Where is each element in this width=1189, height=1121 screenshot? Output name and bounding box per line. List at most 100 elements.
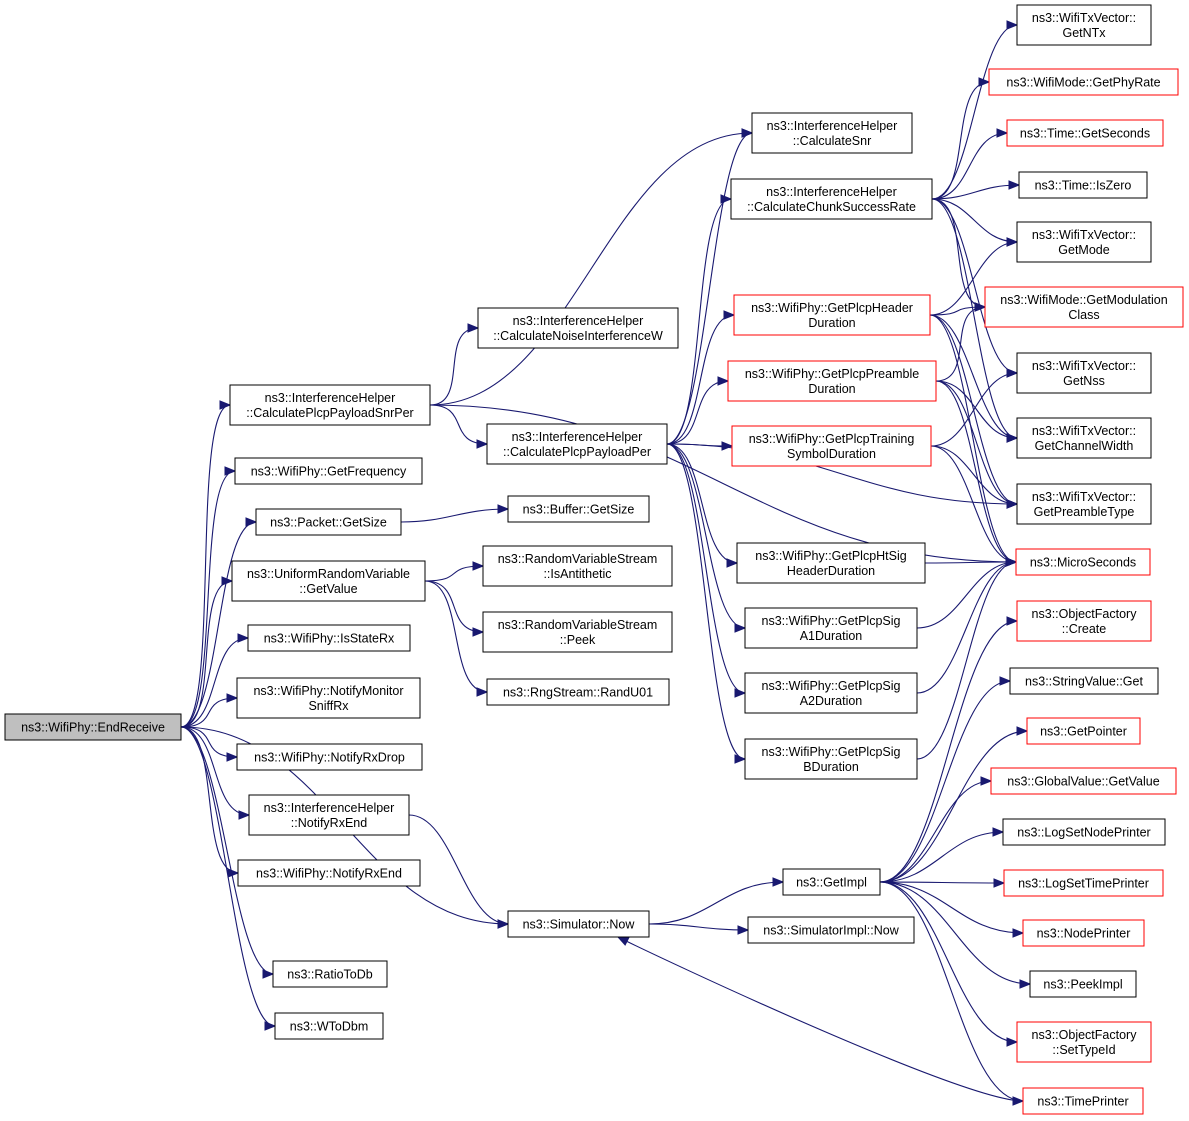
- node-ns3-peekimpl[interactable]: ns3::PeekImpl: [1029, 970, 1137, 998]
- node-ns3-buffer-getsize[interactable]: ns3::Buffer::GetSize: [507, 495, 650, 523]
- node-label: Class: [1068, 308, 1099, 322]
- edge-getimpl-to-nodeprinter: [879, 881, 1024, 934]
- node-ns3-interferencehelper-calculatesnr[interactable]: ns3::InterferenceHelper::CalculateSnr: [751, 112, 913, 154]
- arrowhead-root-to-urv: [221, 576, 234, 586]
- node-ns3-randomvariablestream-peek[interactable]: ns3::RandomVariableStream::Peek: [482, 611, 673, 653]
- node-label: ns3::ObjectFactory: [1032, 1028, 1138, 1042]
- node-ns3-rngstream-randu01[interactable]: ns3::RngStream::RandU01: [486, 678, 670, 706]
- edge-root-to-isstaterx: [180, 637, 249, 728]
- node-box: [236, 677, 421, 719]
- node-ns3-wifitxvector-getnss[interactable]: ns3::WifiTxVector::GetNss: [1016, 352, 1152, 394]
- arrowhead-getimpl-to-gvget: [980, 776, 993, 786]
- node-label: Duration: [808, 316, 855, 330]
- node-ns3-microseconds[interactable]: ns3::MicroSeconds: [1015, 548, 1151, 576]
- edge-timeprinter-to-simnow: [617, 936, 1024, 1102]
- node-label: ::Peek: [560, 633, 596, 647]
- node-ns3-wifiphy-getfrequency[interactable]: ns3::WifiPhy::GetFrequency: [234, 457, 423, 485]
- arrowhead-cppp-to-ccsr: [720, 194, 733, 204]
- node-ns3-wifiphy-notifyrxend[interactable]: ns3::WifiPhy::NotifyRxEnd: [237, 859, 421, 887]
- node-ns3-interferencehelper-calculateplcppayloadper[interactable]: ns3::InterferenceHelper::CalculatePlcpPa…: [486, 423, 668, 465]
- arrowhead-getimpl-to-getptr: [1016, 726, 1029, 736]
- node-box: [744, 672, 918, 714]
- edge-ccsr-to-getmode: [931, 198, 1018, 243]
- node-ns3-time-iszero[interactable]: ns3::Time::IsZero: [1018, 171, 1148, 199]
- node-ns3-wifitxvector-getmode[interactable]: ns3::WifiTxVector::GetMode: [1016, 221, 1152, 263]
- node-ns3-getimpl[interactable]: ns3::GetImpl: [782, 868, 881, 896]
- node-label: ns3::Buffer::GetSize: [523, 503, 635, 517]
- node-label: ns3::LogSetNodePrinter: [1017, 826, 1150, 840]
- node-ns3-wifimode-getphyrate[interactable]: ns3::WifiMode::GetPhyRate: [988, 68, 1179, 96]
- node-ns3-globalvalue-getvalue[interactable]: ns3::GlobalValue::GetValue: [990, 767, 1177, 795]
- node-ns3-time-getseconds[interactable]: ns3::Time::GetSeconds: [1006, 119, 1164, 147]
- node-box: [1015, 548, 1151, 576]
- edge-ccsr-to-getnss: [931, 198, 1018, 374]
- node-label: ns3::WifiPhy::GetPlcpSig: [762, 745, 901, 759]
- node-ns3-nodeprinter[interactable]: ns3::NodePrinter: [1022, 919, 1145, 947]
- arrowhead-simnow-to-getimpl: [772, 877, 785, 887]
- arrowhead-root-to-notifymon: [226, 693, 239, 703]
- node-label: ns3::InterferenceHelper: [512, 430, 643, 444]
- node-ns3-stringvalue-get[interactable]: ns3::StringValue::Get: [1009, 667, 1159, 695]
- node-label: ns3::WifiPhy::GetFrequency: [251, 465, 407, 479]
- node-ns3-wifitxvector-getntx[interactable]: ns3::WifiTxVector::GetNTx: [1016, 4, 1152, 46]
- node-ns3-wifiphy-isstaterx[interactable]: ns3::WifiPhy::IsStateRx: [247, 624, 411, 652]
- arrowhead-urv-to-rvspeek: [472, 627, 485, 637]
- node-ns3-interferencehelper-calculatenoiseinterferencew[interactable]: ns3::InterferenceHelper::CalculateNoiseI…: [477, 307, 679, 349]
- node-label: ns3::WifiPhy::GetPlcpTraining: [749, 432, 915, 446]
- node-ns3-simulator-now[interactable]: ns3::Simulator::Now: [507, 910, 650, 938]
- arrowhead-simnow-to-simimplnow: [737, 925, 750, 935]
- edge-root-to-notifydrop: [180, 726, 238, 758]
- node-ns3-logsettimeprinter[interactable]: ns3::LogSetTimePrinter: [1003, 869, 1164, 897]
- arrowhead-pktsize-to-bufsize: [497, 504, 510, 514]
- arrowhead-hdrdur-to-getmode: [1006, 237, 1019, 247]
- node-ns3-logsetnodeprinter[interactable]: ns3::LogSetNodePrinter: [1002, 818, 1166, 846]
- node-label: ns3::WToDbm: [290, 1020, 369, 1034]
- node-ns3-objectfactory-create[interactable]: ns3::ObjectFactory::Create: [1016, 600, 1152, 642]
- node-box: [507, 910, 650, 938]
- edge-cpsnr-to-csnr: [429, 132, 753, 406]
- node-ns3-ratiotodb[interactable]: ns3::RatioToDb: [272, 960, 388, 988]
- node-ns3-wifitxvector-getpreambletype[interactable]: ns3::WifiTxVector::GetPreambleType: [1016, 483, 1152, 525]
- node-ns3-interferencehelper-calculateplcppayloadsnrper[interactable]: ns3::InterferenceHelper::CalculatePlcpPa…: [229, 384, 431, 426]
- node-ns3-wifiphy-getplcptrainingsymbolduration[interactable]: ns3::WifiPhy::GetPlcpTrainingSymbolDurat…: [731, 425, 932, 467]
- node-box: [1029, 970, 1137, 998]
- edge-simnow-to-getimpl: [648, 881, 784, 925]
- node-label: ns3::SimulatorImpl::Now: [763, 924, 899, 938]
- node-ns3-timeprinter[interactable]: ns3::TimePrinter: [1022, 1087, 1144, 1115]
- node-ns3-randomvariablestream-isantithetic[interactable]: ns3::RandomVariableStream::IsAntithetic: [482, 545, 673, 587]
- node-ns3-packet-getsize[interactable]: ns3::Packet::GetSize: [255, 508, 402, 536]
- nodes-layer: ns3::WifiPhy::EndReceivens3::Interferenc…: [4, 4, 1184, 1115]
- node-ns3-getpointer[interactable]: ns3::GetPointer: [1026, 717, 1141, 745]
- node-box: [1002, 818, 1166, 846]
- node-label: ns3::NodePrinter: [1037, 927, 1131, 941]
- node-ns3-wifitxvector-getchannelwidth[interactable]: ns3::WifiTxVector::GetChannelWidth: [1016, 417, 1152, 459]
- arrowhead-cpsnr-to-cppp: [476, 439, 489, 449]
- edge-predur-to-chanwidth: [935, 380, 1018, 439]
- node-ns3-objectfactory-settypeid[interactable]: ns3::ObjectFactory::SetTypeId: [1016, 1021, 1152, 1063]
- node-ns3-uniformrandomvariable-getvalue[interactable]: ns3::UniformRandomVariable::GetValue: [231, 560, 426, 602]
- node-ns3-wtodbm[interactable]: ns3::WToDbm: [274, 1012, 384, 1040]
- node-ns3-simulatorimpl-now[interactable]: ns3::SimulatorImpl::Now: [747, 916, 915, 944]
- node-label: ns3::InterferenceHelper: [767, 119, 898, 133]
- node-ns3-wifiphy-endreceive[interactable]: ns3::WifiPhy::EndReceive: [4, 713, 182, 741]
- node-label: ns3::GetPointer: [1040, 725, 1127, 739]
- node-ns3-wifiphy-notifyrxdrop[interactable]: ns3::WifiPhy::NotifyRxDrop: [236, 743, 423, 771]
- node-label: ns3::PeekImpl: [1043, 978, 1122, 992]
- edge-cppp-to-siga2: [666, 443, 746, 694]
- node-box: [482, 611, 673, 653]
- node-ns3-interferencehelper-notifyrxend[interactable]: ns3::InterferenceHelper::NotifyRxEnd: [248, 794, 410, 836]
- arrowhead-traindur-to-pretype: [1006, 499, 1019, 509]
- node-ns3-interferencehelper-calculatechunksuccessrate[interactable]: ns3::InterferenceHelper::CalculateChunkS…: [730, 178, 933, 220]
- node-label: ns3::InterferenceHelper: [513, 314, 644, 328]
- arrowhead-predur-to-chanwidth: [1006, 433, 1019, 443]
- node-box: [744, 607, 918, 649]
- node-label: ns3::WifiPhy::GetPlcpHtSig: [755, 549, 906, 563]
